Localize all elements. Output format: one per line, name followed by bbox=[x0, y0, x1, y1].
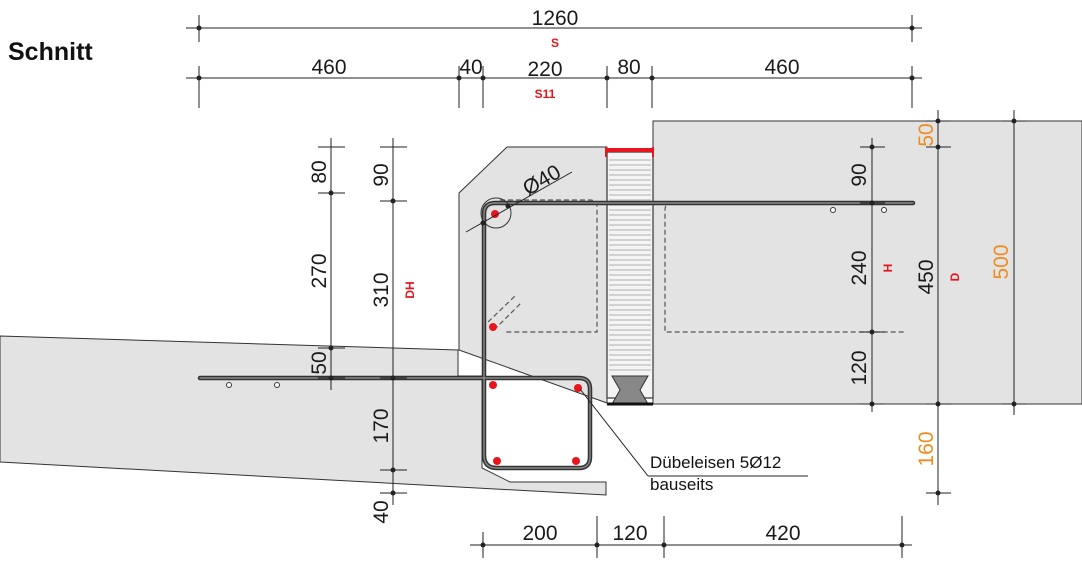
dim-right-d: 450 bbox=[915, 259, 938, 294]
note-line-1: Dübeleisen 5Ø12 bbox=[650, 453, 781, 472]
dim-bottom-3: 420 bbox=[765, 522, 800, 545]
label-dh: DH bbox=[403, 281, 417, 298]
dim-right-inner-2: 240 bbox=[848, 250, 871, 285]
bottom-dimension bbox=[470, 516, 912, 558]
dim-orange-top: 50 bbox=[915, 123, 938, 146]
dim-left-outer-2: 270 bbox=[308, 253, 331, 288]
dim-right-inner-3: 120 bbox=[848, 350, 871, 385]
dim-orange-total: 500 bbox=[990, 244, 1013, 279]
dim-right-inner-1: 90 bbox=[848, 163, 871, 186]
label-d: D bbox=[948, 272, 962, 281]
insulation-element bbox=[606, 151, 654, 406]
right-total-dimension bbox=[1002, 110, 1027, 415]
dim-top-seg-3: 220 bbox=[527, 58, 562, 81]
label-h: H bbox=[881, 264, 895, 273]
diameter-marker bbox=[465, 171, 573, 233]
note-line-2: bauseits bbox=[650, 475, 713, 494]
right-d-dimension bbox=[926, 110, 951, 505]
dim-left-inner-2: 310 bbox=[370, 272, 393, 307]
dim-top-seg-2: 40 bbox=[459, 56, 482, 79]
dim-left-outer-1: 80 bbox=[308, 160, 331, 183]
dim-left-inner-4: 40 bbox=[370, 500, 393, 523]
dim-top-seg-4: 80 bbox=[617, 56, 640, 79]
dim-top-seg-1: 460 bbox=[311, 56, 346, 79]
dim-top-total: 1260 bbox=[532, 7, 579, 30]
dim-left-outer-3: 50 bbox=[308, 351, 331, 374]
dim-left-inner-3: 170 bbox=[370, 408, 393, 443]
top-segment-dimension bbox=[186, 66, 922, 108]
dim-bottom-1: 200 bbox=[522, 522, 557, 545]
dim-top-seg-5: 460 bbox=[764, 56, 799, 79]
dim-left-inner-1: 90 bbox=[370, 163, 393, 186]
note-leader bbox=[579, 388, 808, 477]
left-outer-dimension bbox=[318, 138, 345, 390]
dim-orange-bottom: 160 bbox=[915, 431, 938, 466]
left-inner-dimension bbox=[380, 138, 407, 505]
dim-bottom-2: 120 bbox=[612, 522, 647, 545]
label-s11: S11 bbox=[535, 87, 556, 101]
label-s: S bbox=[551, 36, 559, 50]
page-title: Schnitt bbox=[8, 38, 93, 66]
top-total-dimension bbox=[186, 15, 922, 42]
rebars bbox=[197, 200, 916, 471]
right-inner-dimension bbox=[860, 138, 885, 412]
